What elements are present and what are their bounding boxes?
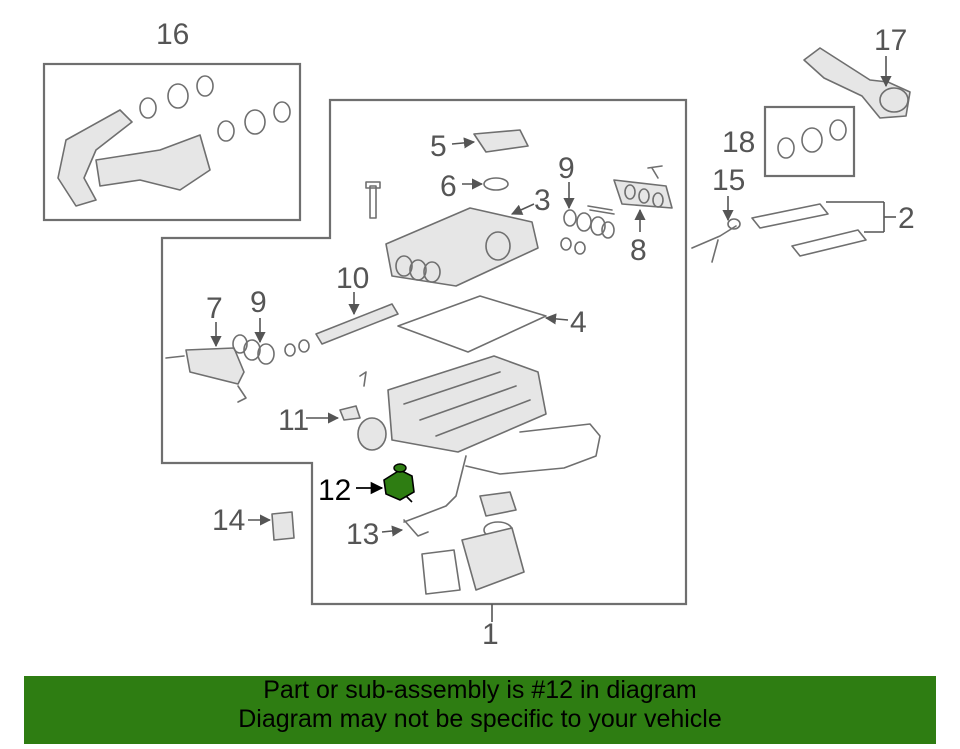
part-3-supercharger: [385, 203, 539, 287]
part-7-housing: [165, 322, 247, 403]
bolt: [365, 181, 381, 219]
banner-line-2: Diagram may not be specific to your vehi…: [238, 705, 722, 733]
part-5-plate: [473, 129, 529, 153]
part-13-bracket: [381, 455, 467, 537]
box-18: [763, 105, 856, 178]
part-12-highlighted[interactable]: [356, 463, 415, 503]
callout-9-lower: 9: [250, 286, 267, 319]
callout-12: 12: [318, 474, 351, 507]
part-17-duct: [803, 47, 911, 119]
callout-6: 6: [440, 170, 457, 203]
callout-1: 1: [482, 618, 499, 651]
part-18-rings: [777, 119, 847, 159]
callout-18: 18: [722, 126, 755, 159]
callout-2: 2: [898, 202, 915, 235]
callout-17: 17: [874, 24, 907, 57]
part-8-manifold: [587, 165, 673, 232]
lower-housing: [357, 355, 601, 475]
callout-10: 10: [336, 262, 369, 295]
callout-3: 3: [534, 184, 551, 217]
part-6-oring: [483, 177, 509, 191]
callout-4: 4: [570, 306, 587, 339]
info-banner: Part or sub-assembly is #12 in diagram D…: [24, 676, 936, 744]
assembly-outline: [160, 98, 688, 606]
part-16-intake-ducts: [57, 75, 291, 207]
part-15-tube: [691, 196, 741, 263]
part-14-clip: [271, 511, 295, 541]
callout-15: 15: [712, 164, 745, 197]
callout-9-upper: 9: [558, 152, 575, 185]
callout-5: 5: [430, 130, 447, 163]
callout-8: 8: [630, 234, 647, 267]
part-11-sensor: [339, 405, 361, 421]
callout-13: 13: [346, 518, 379, 551]
banner-line-1: Part or sub-assembly is #12 in diagram: [263, 676, 697, 704]
part-10-tube: [315, 303, 399, 345]
part-2-gaskets: [751, 201, 896, 257]
callout-14: 14: [212, 504, 245, 537]
part-9-gaskets-lower: [232, 318, 310, 365]
callout-11: 11: [278, 404, 309, 437]
lower-components: [421, 491, 525, 595]
part-9-gaskets-upper: [560, 182, 615, 255]
callout-7: 7: [206, 292, 223, 325]
callout-16: 16: [156, 18, 189, 51]
